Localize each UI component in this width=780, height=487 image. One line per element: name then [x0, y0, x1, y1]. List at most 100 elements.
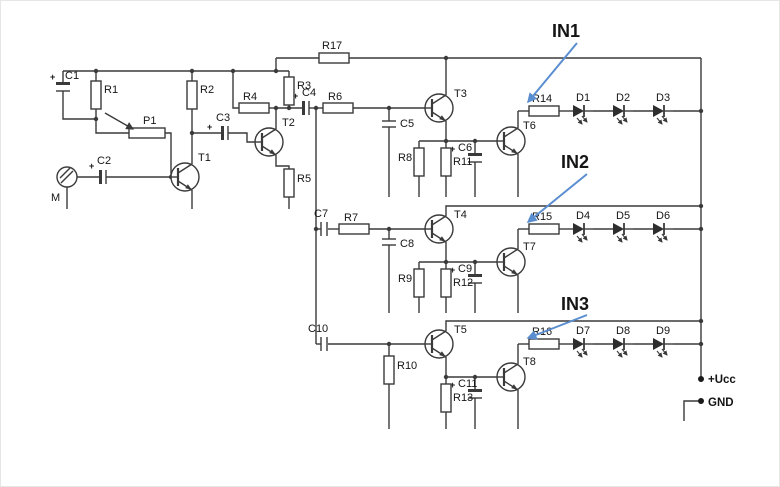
led-d8: D8	[613, 325, 633, 357]
capacitor-c9: + C9	[450, 263, 482, 284]
d1-label: D1	[576, 92, 590, 104]
t6-label: T6	[523, 120, 536, 132]
resistor-r2: R2	[186, 80, 214, 110]
c11-plus: +	[450, 380, 455, 390]
c8-label: C8	[400, 238, 414, 250]
resistors: R1 R2 R3 R4 R5 R6 R7 R8 R9 R10 R11 R12 R…	[90, 40, 560, 413]
transistor-t3: T3	[423, 88, 467, 124]
leds: D1 D2 D3 D4 D5 D6 D7 D8 D9	[573, 92, 673, 357]
c11-label: C11	[458, 378, 477, 390]
t2-label: T2	[282, 117, 295, 129]
r13-label: R13	[453, 392, 473, 404]
resistor-r13: R13	[440, 383, 473, 413]
potentiometer-p1: P1	[104, 112, 166, 139]
r5-label: R5	[297, 173, 311, 185]
resistor-r5: R5	[283, 168, 311, 198]
resistor-r16: R16	[528, 326, 560, 350]
capacitor-c5: C5	[382, 118, 414, 130]
led-d3: D3	[653, 92, 673, 124]
resistor-r15: R15	[528, 211, 560, 235]
resistor-r1: R1	[90, 80, 118, 110]
d5-label: D5	[616, 210, 630, 222]
d3-label: D3	[656, 92, 670, 104]
mic-label: M	[51, 192, 60, 204]
d2-label: D2	[616, 92, 630, 104]
microphone: M	[51, 166, 78, 204]
c6-label: C6	[458, 142, 472, 154]
t1-label: T1	[198, 152, 211, 164]
t3-label: T3	[454, 88, 467, 100]
resistor-r10: R10	[383, 355, 417, 385]
in3-label: IN3	[561, 294, 589, 314]
in1-arrow	[527, 42, 578, 104]
resistor-r9: R9	[398, 268, 425, 298]
c4-label: C4	[302, 87, 316, 99]
resistor-r7: R7	[338, 212, 370, 235]
capacitor-c8: C8	[382, 238, 414, 250]
d8-label: D8	[616, 325, 630, 337]
c2-label: C2	[97, 155, 111, 167]
capacitor-c4: + C4	[293, 87, 316, 115]
transistor-t8: T8	[495, 356, 536, 393]
r3-label: R3	[297, 80, 311, 92]
capacitor-c3: + C3	[207, 112, 230, 140]
t8-label: T8	[523, 356, 536, 368]
r2-label: R2	[200, 84, 214, 96]
r12-label: R12	[453, 277, 473, 289]
capacitor-c2: + C2	[89, 155, 111, 184]
d6-label: D6	[656, 210, 670, 222]
r9-label: R9	[398, 273, 412, 285]
transistor-t1: T1	[169, 152, 211, 193]
gnd-label: GND	[708, 397, 734, 409]
c1-label: C1	[65, 70, 79, 82]
c3-label: C3	[216, 112, 230, 124]
capacitor-c11: + C11	[450, 378, 482, 399]
r6-label: R6	[328, 91, 342, 103]
r8-label: R8	[398, 152, 412, 164]
led-d4: D4	[573, 210, 593, 242]
circuit-wiring	[62, 57, 702, 429]
input-annotations: IN1 IN2 IN3	[526, 21, 589, 340]
led-d7: D7	[573, 325, 593, 357]
ucc-label: +Ucc	[708, 374, 736, 386]
c2-plus: +	[89, 161, 94, 171]
led-d5: D5	[613, 210, 633, 242]
transistor-t2: T2	[253, 117, 295, 158]
resistor-r17: R17	[318, 40, 350, 64]
t5-label: T5	[454, 324, 467, 336]
r11-label: R11	[453, 156, 472, 168]
power-terminals: +Ucc GND	[698, 374, 736, 409]
resistor-r8: R8	[398, 147, 425, 177]
led-d1: D1	[573, 92, 593, 124]
in2-label: IN2	[561, 152, 589, 172]
t4-label: T4	[454, 209, 467, 221]
in1-label: IN1	[552, 21, 580, 41]
resistor-r11: R11	[440, 147, 472, 177]
led-d2: D2	[613, 92, 633, 124]
in3-arrow	[526, 314, 588, 340]
r7-label: R7	[344, 212, 358, 224]
capacitor-c7: C7	[314, 208, 328, 236]
transistor-t6: T6	[495, 120, 536, 157]
c1-plus: +	[50, 72, 55, 82]
c5-label: C5	[400, 118, 414, 130]
r17-label: R17	[322, 40, 342, 52]
capacitor-c6: + C6	[450, 142, 482, 163]
d9-label: D9	[656, 325, 670, 337]
c10-label: C10	[308, 323, 328, 335]
resistor-r12: R12	[440, 268, 473, 298]
resistor-r3: R3	[283, 76, 311, 106]
capacitor-c10: C10	[308, 323, 328, 351]
transistor-t4: T4	[423, 209, 467, 245]
junction-dots	[93, 55, 704, 380]
gnd-terminal-dot	[698, 398, 704, 404]
d7-label: D7	[576, 325, 590, 337]
c6-plus: +	[450, 144, 455, 154]
r1-label: R1	[104, 84, 118, 96]
c4-plus: +	[293, 91, 298, 101]
t7-label: T7	[523, 241, 536, 253]
d4-label: D4	[576, 210, 590, 222]
ucc-terminal-dot	[698, 376, 704, 382]
